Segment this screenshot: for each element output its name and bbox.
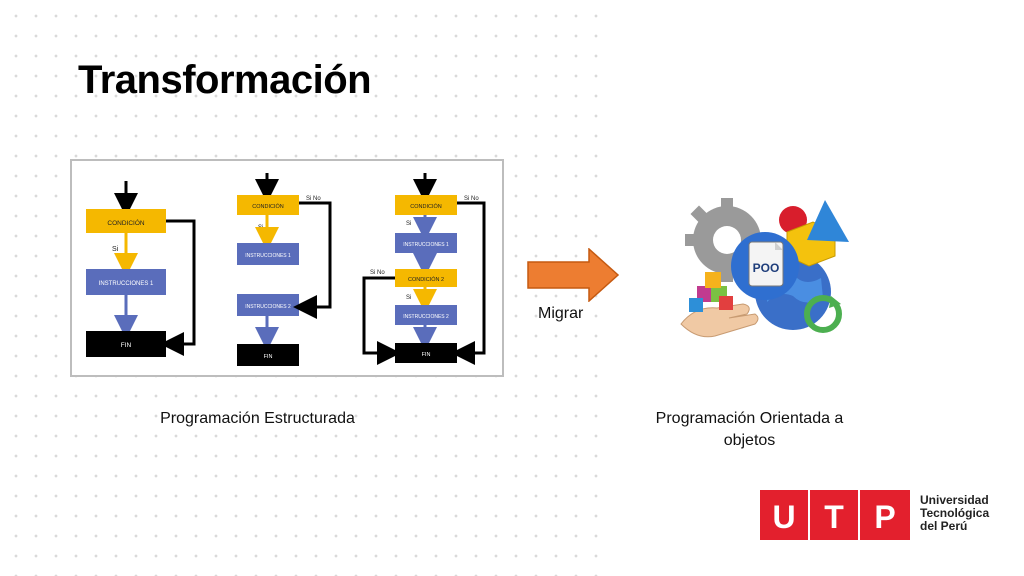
condition-label: CONDICIÓN: [410, 203, 442, 210]
slide-title: Transformación: [78, 58, 372, 102]
condition-label: CONDICIÓN: [107, 218, 145, 227]
instructions-box: [237, 243, 299, 265]
condition-box: [86, 209, 166, 233]
poo-badge-text: POO: [753, 261, 780, 275]
si-label: Si: [112, 246, 119, 253]
logo-name-line3: del Perú: [920, 519, 968, 533]
si-label-2: Si: [406, 295, 411, 301]
condition2-box: [395, 269, 457, 287]
logo-letter-u: U: [772, 499, 795, 535]
instructions-label: INSTRUCCIONES 1: [245, 253, 291, 259]
condition-box: [237, 195, 299, 215]
migrar-label: Migrar: [538, 305, 584, 322]
flowchart-2: CONDICIÓN Si No Si INSTRUCCIONES 1 INSTR…: [237, 173, 332, 366]
condition-label: CONDICIÓN: [252, 203, 284, 210]
hand-icon: [680, 272, 759, 338]
fin-label: FIN: [264, 354, 273, 360]
flowchart-1: CONDICIÓN Si INSTRUCCIONES 1 FIN: [86, 181, 196, 357]
instructions-label: INSTRUCCIONES 1: [403, 242, 449, 248]
oop-illustration: POO: [675, 192, 855, 347]
logo-letter-t: T: [824, 499, 844, 535]
poo-document-icon: POO: [731, 232, 799, 300]
instructions-label: INSTRUCCIONES 1: [99, 281, 154, 287]
instructions-label-2: INSTRUCCIONES 2: [403, 314, 449, 320]
flowchart-image-frame: CONDICIÓN Si INSTRUCCIONES 1 FIN CONDICI…: [70, 159, 504, 377]
instructions-box-2: [395, 305, 457, 325]
fin-box: [395, 343, 457, 363]
instructions-label-2: INSTRUCCIONES 2: [245, 304, 291, 310]
condition-box: [395, 195, 457, 215]
migrar-arrow: [527, 247, 620, 307]
si-no-label: Si No: [464, 196, 479, 202]
si-no-label-2: Si No: [370, 270, 385, 276]
utp-logo: U T P: [760, 490, 912, 547]
utp-logo-text: Universidad Tecnológica del Perú: [920, 494, 989, 533]
refresh-icon: [804, 295, 842, 333]
caption-oop-line1: Programación Orientada a: [655, 410, 844, 427]
caption-oop: Programación Orientada a objetos: [632, 408, 867, 452]
si-label: Si: [406, 221, 411, 227]
si-label: Si: [258, 225, 263, 231]
pyramid-icon: [807, 200, 849, 242]
si-no-label: Si No: [306, 196, 321, 202]
instructions-box: [86, 269, 166, 295]
condition2-label: CONDICIÓN 2: [408, 276, 444, 283]
logo-name-line2: Tecnológica: [920, 506, 990, 520]
caption-structured: Programación Estructurada: [160, 410, 355, 427]
logo-letter-p: P: [874, 499, 895, 535]
instructions-box-2: [237, 294, 299, 316]
fin-label: FIN: [121, 342, 132, 349]
flowchart-3: CONDICIÓN Si No Si INSTRUCCIONES 1 CONDI…: [362, 173, 486, 365]
fin-box: [237, 344, 299, 366]
fin-label: FIN: [422, 352, 431, 358]
logo-name-line1: Universidad: [920, 493, 989, 507]
instructions-box: [395, 233, 457, 253]
caption-oop-line2: objetos: [723, 432, 776, 449]
fin-box: [86, 331, 166, 357]
